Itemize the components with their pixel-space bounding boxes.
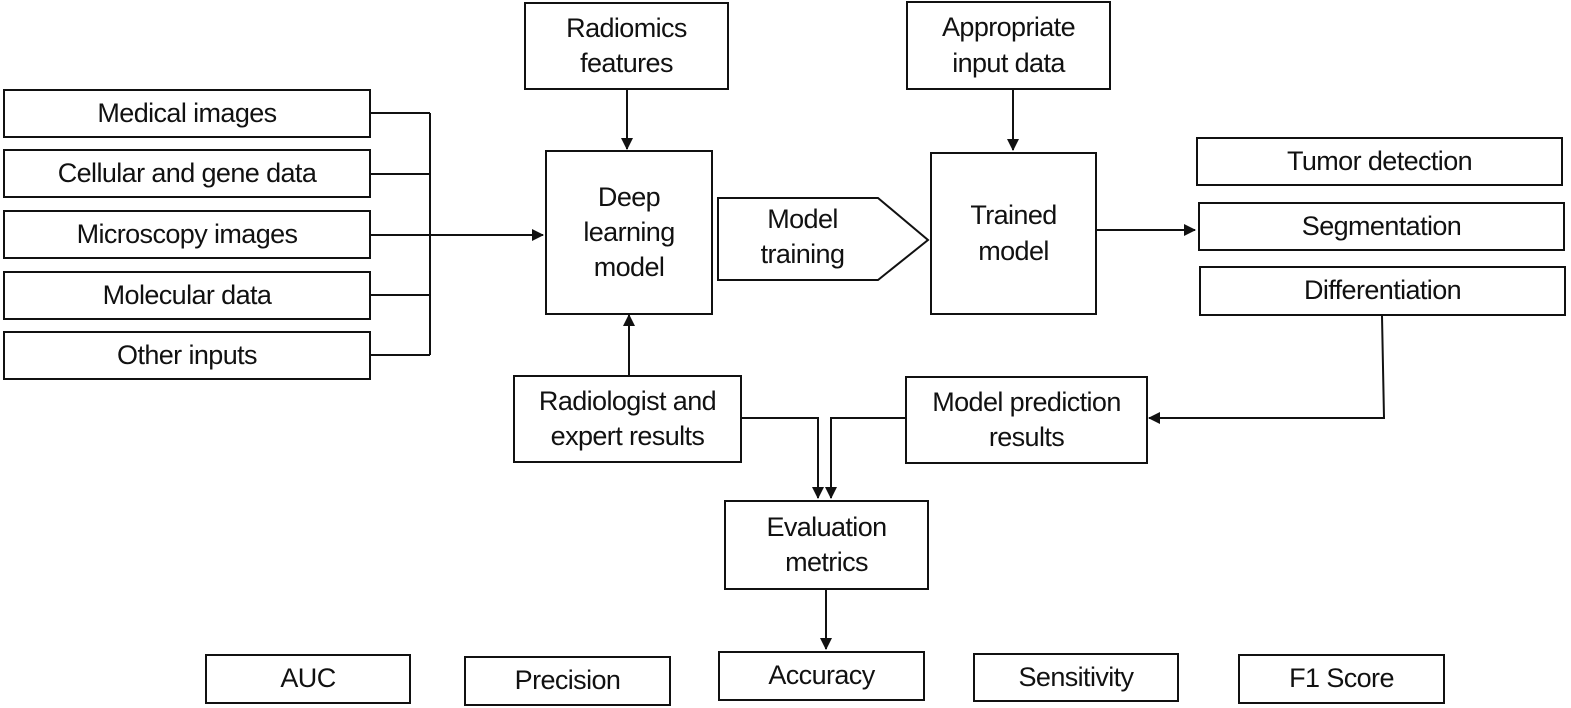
- input-box-other-inputs: Other inputs: [3, 331, 371, 380]
- radiomics-line-2: features: [580, 48, 673, 78]
- model-training-label: Model training: [740, 202, 865, 272]
- deep-learning-line-1: Deep: [597, 181, 661, 212]
- task-box-segmentation: Segmentation: [1198, 202, 1565, 251]
- input-box-molecular-data: Molecular data: [3, 271, 371, 320]
- tasks-to-prediction-arrow: [1148, 315, 1386, 424]
- evaluation-line-1: Evaluation: [766, 511, 887, 542]
- deep-learning-line-3: model: [593, 252, 665, 283]
- input-box-medical-images: Medical images: [3, 89, 371, 138]
- radiomics-line-1: Radiomics: [566, 12, 687, 43]
- metric-label: AUC: [280, 663, 336, 694]
- input-label: Medical images: [97, 97, 277, 128]
- trained-model-box: Trained model: [930, 152, 1097, 315]
- task-label: Segmentation: [1301, 210, 1462, 241]
- prediction-to-evaluation-arrow: [825, 417, 905, 499]
- task-box-differentiation: Differentiation: [1199, 266, 1566, 316]
- deep-learning-model-box: Deep learning model: [545, 150, 713, 315]
- evaluation-metrics-box: Evaluation metrics: [724, 500, 929, 590]
- task-label: Tumor detection: [1286, 145, 1473, 176]
- prediction-line-2: results: [988, 422, 1065, 452]
- radiologist-line-2: expert results: [550, 421, 705, 451]
- radiologist-line-1: Radiologist and: [538, 385, 717, 416]
- radiomics-features-box: Radiomics features: [524, 2, 729, 90]
- input-label: Molecular data: [102, 279, 272, 310]
- appropriate-input-line-1: Appropriate: [942, 12, 1076, 43]
- input-box-microscopy-images: Microscopy images: [3, 210, 371, 259]
- metric-box-f1-score: F1 Score: [1238, 654, 1445, 704]
- prediction-line-1: Model prediction: [932, 386, 1121, 417]
- task-label: Differentiation: [1303, 275, 1462, 306]
- appropriate-input-data-box: Appropriate input data: [906, 1, 1111, 90]
- metric-label: Accuracy: [768, 660, 875, 691]
- task-box-tumor-detection: Tumor detection: [1196, 137, 1563, 186]
- metric-label: Precision: [514, 665, 621, 696]
- input-label: Other inputs: [117, 339, 257, 370]
- model-training-arrow-shape: [717, 197, 930, 281]
- model-training-line-1: Model: [767, 204, 838, 234]
- metric-box-auc: AUC: [205, 654, 411, 704]
- trained-model-line-1: Trained: [970, 200, 1057, 231]
- deep-learning-line-2: learning: [583, 216, 675, 247]
- appropriate-input-line-2: input data: [952, 47, 1065, 78]
- input-label: Cellular and gene data: [57, 157, 317, 188]
- input-box-cellular-gene-data: Cellular and gene data: [3, 149, 371, 198]
- input-label: Microscopy images: [76, 218, 298, 249]
- evaluation-line-2: metrics: [785, 547, 868, 577]
- radiologist-to-evaluation-arrow: [742, 417, 824, 499]
- metric-label: Sensitivity: [1018, 661, 1135, 692]
- radiologist-expert-results-box: Radiologist and expert results: [513, 375, 742, 463]
- metric-box-sensitivity: Sensitivity: [973, 653, 1179, 702]
- metric-box-accuracy: Accuracy: [718, 651, 925, 701]
- model-prediction-results-box: Model prediction results: [905, 376, 1148, 464]
- trained-model-line-2: model: [978, 235, 1049, 266]
- metric-box-precision: Precision: [464, 656, 671, 706]
- model-training-line-2: training: [760, 239, 845, 270]
- metric-label: F1 Score: [1289, 663, 1394, 694]
